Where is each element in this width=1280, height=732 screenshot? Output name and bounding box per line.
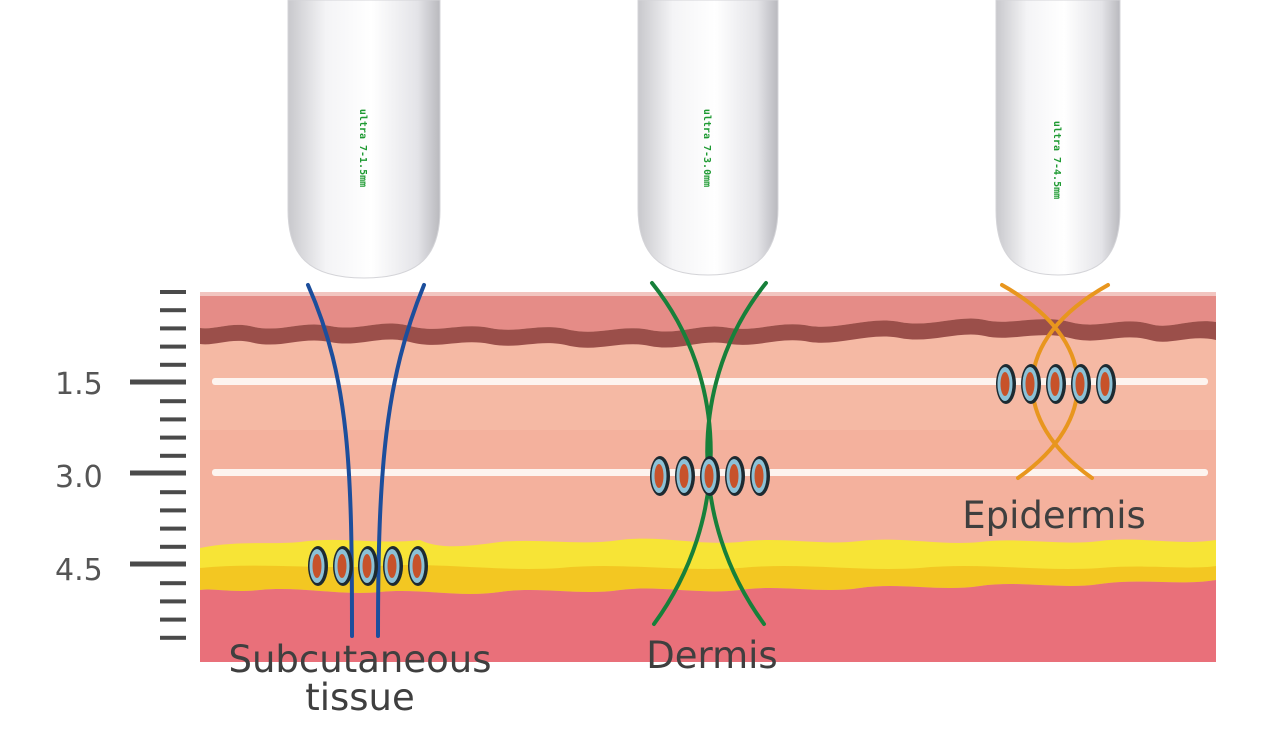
probe-epidermis: ultra 7-4.5mm bbox=[995, 0, 1121, 276]
ruler-minor-tick bbox=[160, 344, 186, 349]
probe-label-dermis: ultra 7-3.0mm bbox=[701, 109, 712, 187]
label-epidermis: Epidermis bbox=[962, 494, 1146, 537]
epidermis-layer bbox=[200, 292, 1216, 332]
ruler-minor-tick bbox=[160, 617, 186, 622]
ruler-minor-tick bbox=[160, 399, 186, 404]
focal-points-epidermis bbox=[996, 364, 1116, 404]
focal-point-core bbox=[337, 554, 347, 578]
focal-point-core bbox=[729, 464, 739, 488]
focal-point-core bbox=[654, 464, 664, 488]
skin-crest bbox=[200, 318, 1216, 348]
ruler-major-tick bbox=[130, 470, 186, 476]
depth-labels: 1.5 3.0 4.5 bbox=[55, 367, 103, 588]
ruler-minor-tick bbox=[160, 362, 186, 367]
ruler-minor-tick bbox=[160, 599, 186, 604]
ruler-minor-tick bbox=[160, 435, 186, 440]
focal-point-core bbox=[679, 464, 689, 488]
label-subcutaneous-line2: tissue bbox=[305, 676, 415, 719]
ruler-minor-tick bbox=[160, 490, 186, 495]
focal-point-core bbox=[1025, 372, 1035, 396]
label-subcutaneous-line1: Subcutaneous bbox=[229, 638, 492, 681]
ruler-minor-tick bbox=[160, 326, 186, 331]
depth-ruler bbox=[130, 290, 186, 640]
ruler-major-tick bbox=[130, 379, 186, 385]
focal-point-core bbox=[387, 554, 397, 578]
focal-points-dermis bbox=[650, 456, 770, 496]
ruler-minor-tick bbox=[160, 453, 186, 458]
probe-label-subcutaneous: ultra 7-1.5mm bbox=[357, 109, 368, 187]
focal-point-core bbox=[1000, 372, 1010, 396]
focal-point-core bbox=[362, 554, 372, 578]
depth-label-3-0: 3.0 bbox=[55, 460, 103, 495]
ruler-minor-tick bbox=[160, 526, 186, 531]
depth-label-1-5: 1.5 bbox=[55, 367, 103, 402]
ruler-minor-tick bbox=[160, 508, 186, 513]
muscle-layer bbox=[200, 580, 1216, 662]
focal-point-core bbox=[754, 464, 764, 488]
ruler-major-tick bbox=[130, 561, 186, 567]
focal-point-core bbox=[1075, 372, 1085, 396]
probe-dermis: ultra 7-3.0mm bbox=[637, 0, 779, 276]
probe-subcutaneous: ultra 7-1.5mm bbox=[287, 0, 441, 279]
focal-point-core bbox=[412, 554, 422, 578]
focal-point-core bbox=[312, 554, 322, 578]
focal-points-subcutaneous bbox=[308, 546, 428, 586]
ruler-minor-tick bbox=[160, 635, 186, 640]
beam-dermis bbox=[650, 281, 768, 626]
depth-guide-1-5 bbox=[212, 378, 1208, 385]
ruler-minor-tick bbox=[160, 544, 186, 549]
label-dermis: Dermis bbox=[646, 634, 777, 677]
ruler-minor-tick bbox=[160, 290, 186, 294]
ruler-minor-tick bbox=[160, 417, 186, 422]
ruler-minor-tick bbox=[160, 581, 186, 586]
probe-label-epidermis: ultra 7-4.5mm bbox=[1051, 121, 1062, 199]
ruler-minor-tick bbox=[160, 308, 186, 313]
focal-point-core bbox=[1050, 372, 1060, 396]
depth-label-4-5: 4.5 bbox=[55, 553, 103, 588]
focal-point-core bbox=[704, 464, 714, 488]
focal-point-core bbox=[1100, 372, 1110, 396]
